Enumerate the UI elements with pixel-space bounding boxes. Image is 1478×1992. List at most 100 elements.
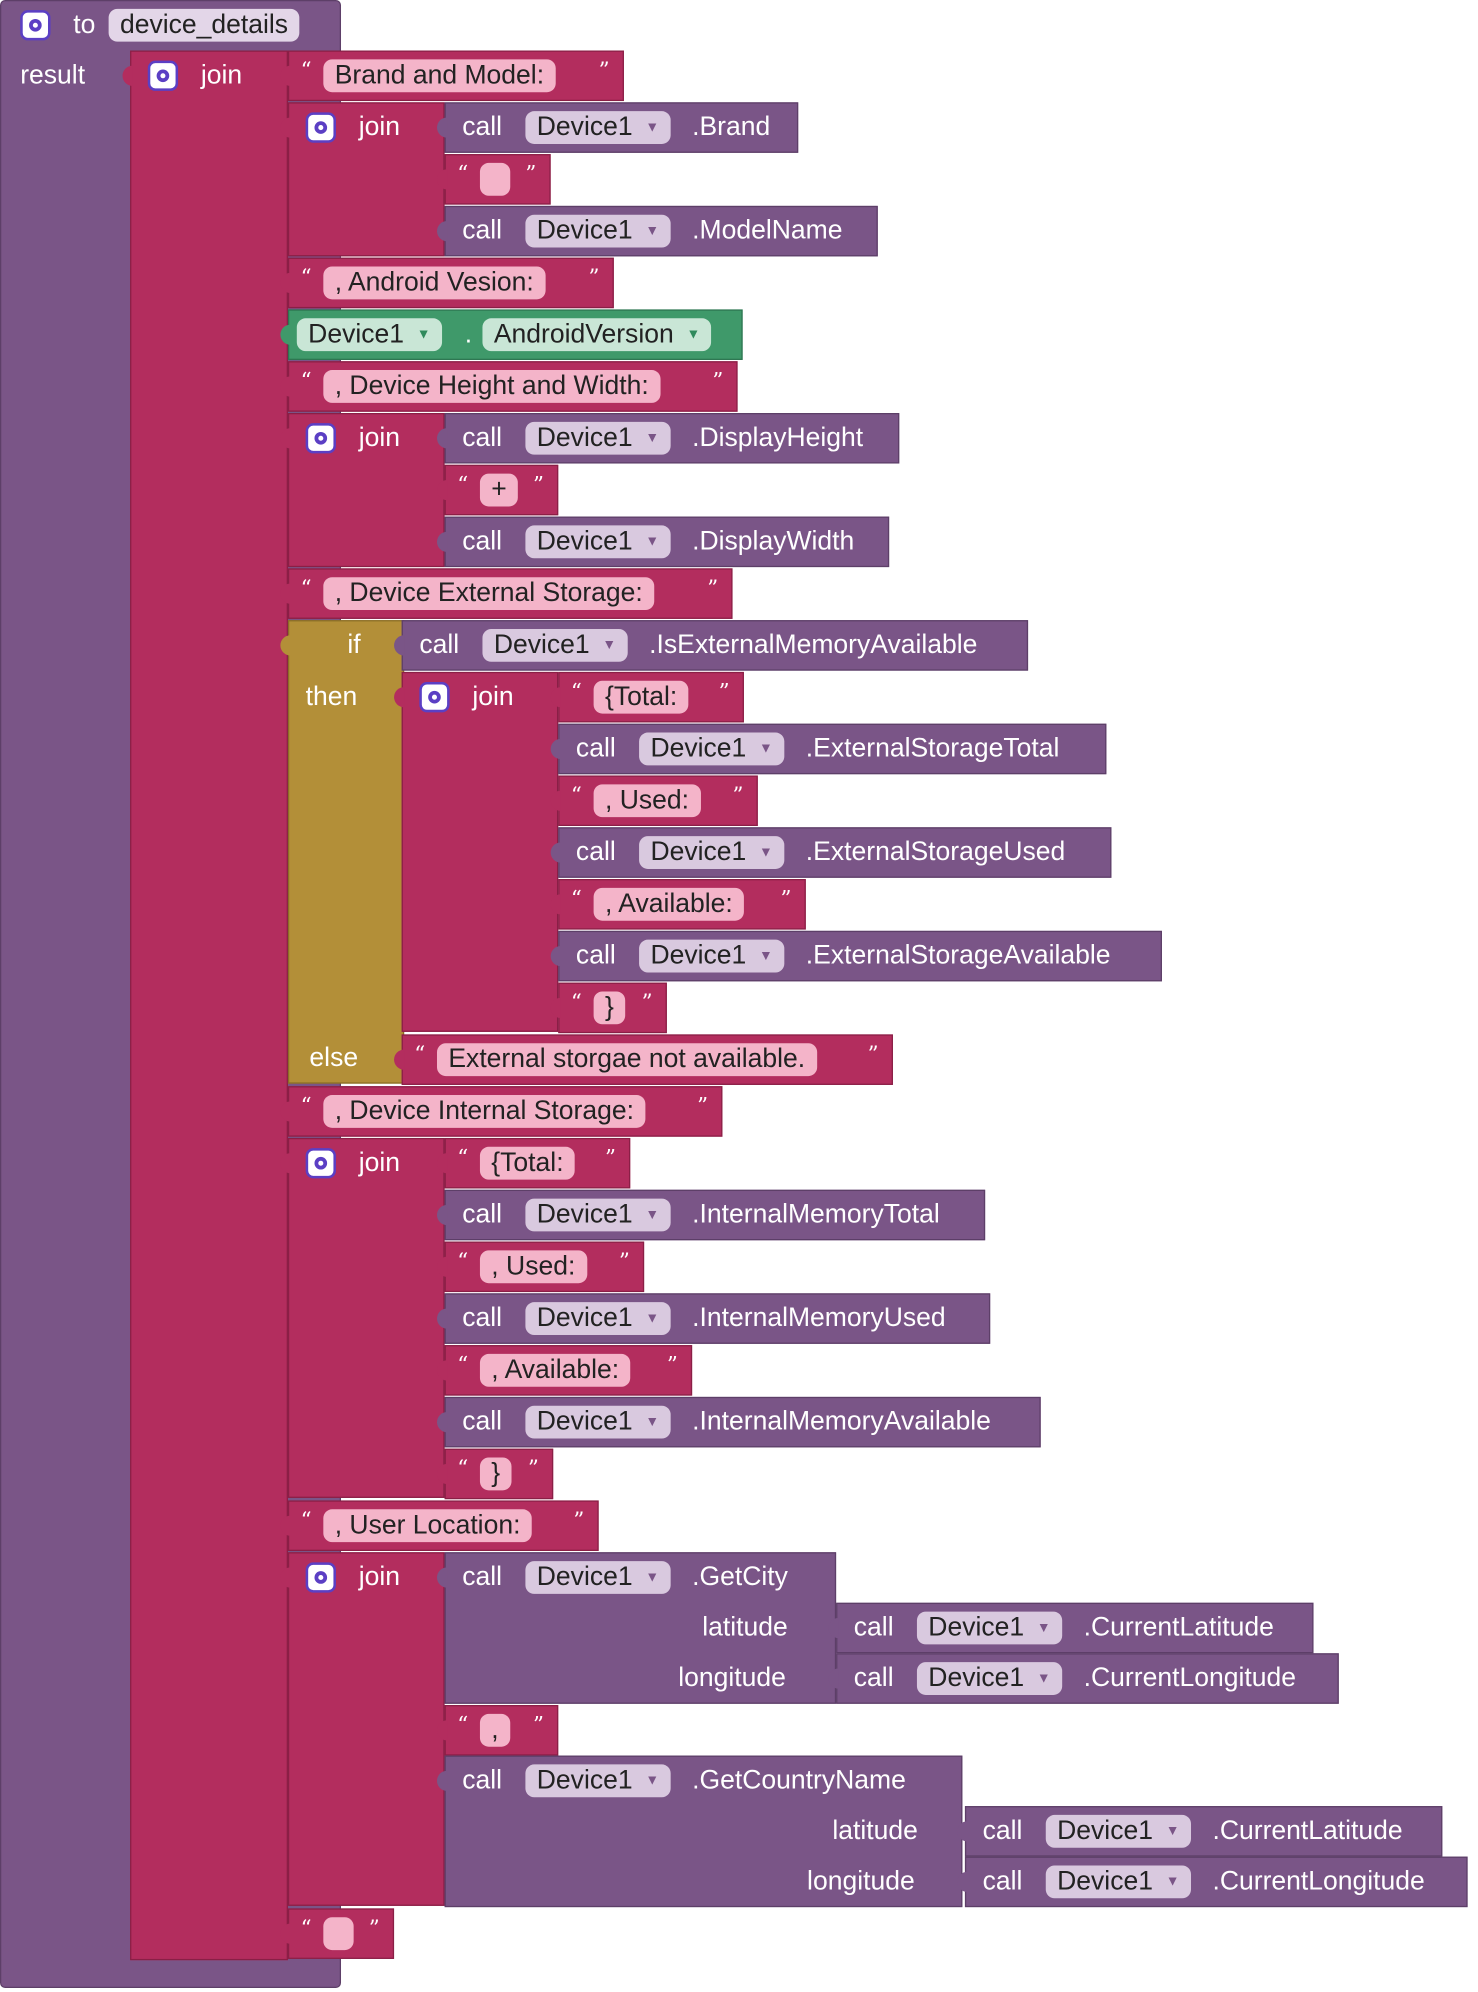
string-value[interactable]: {Total: [593, 680, 689, 714]
input-connector [280, 1101, 291, 1122]
input-connector [550, 842, 561, 863]
latitude-param-label: latitude [832, 1816, 918, 1846]
string-value[interactable]: Brand and Model: [323, 59, 556, 93]
chevron-down-icon: ▼ [645, 534, 660, 550]
dropdown-value: Device1 [536, 112, 633, 142]
call-external-used[interactable] [558, 827, 1112, 878]
component-dropdown[interactable]: Device1▼ [916, 1611, 1063, 1645]
call-current-latitude[interactable] [836, 1602, 1314, 1654]
component-dropdown[interactable]: Device1▼ [525, 1198, 671, 1232]
input-connector [280, 428, 291, 449]
component-dropdown[interactable]: Device1▼ [525, 421, 671, 455]
gear-icon[interactable] [419, 682, 450, 713]
dropdown-value: Device1 [928, 1612, 1025, 1642]
gear-icon[interactable] [147, 60, 179, 91]
gear-icon[interactable] [305, 1148, 336, 1179]
component-dropdown[interactable]: Device1▼ [639, 836, 785, 869]
call-display-height[interactable] [444, 413, 900, 464]
string-value[interactable]: , Available: [479, 1353, 631, 1387]
component-dropdown[interactable]: Device1▼ [916, 1662, 1063, 1695]
chevron-down-icon: ▼ [645, 1569, 660, 1586]
join-internal-storage[interactable] [287, 1137, 445, 1498]
call-current-latitude[interactable] [964, 1806, 1443, 1857]
string-value[interactable] [479, 162, 511, 196]
join-label: join [358, 1562, 400, 1592]
input-connector [957, 1821, 968, 1842]
string-value[interactable]: , Available: [593, 887, 745, 921]
result-label: result [20, 60, 86, 90]
string-value[interactable]: } [593, 991, 626, 1025]
call-keyword: call [419, 630, 460, 660]
component-dropdown[interactable]: Device1▼ [1045, 1865, 1191, 1899]
input-connector [436, 1463, 448, 1485]
string-value[interactable]: , User Location: [323, 1509, 532, 1543]
close-quote: ” [697, 1093, 709, 1120]
gear-icon[interactable] [305, 112, 336, 143]
procedure-name-field[interactable]: device_details [108, 8, 300, 42]
string-value[interactable]: , Used: [593, 784, 701, 818]
call-is-external-memory[interactable] [401, 620, 1029, 671]
string-value[interactable]: + [479, 473, 519, 507]
string-value[interactable]: , Device Height and Width: [323, 370, 661, 403]
join-label: join [358, 1148, 400, 1178]
call-keyword: call [462, 1303, 503, 1333]
gear-icon[interactable] [305, 1562, 336, 1593]
input-connector [828, 1617, 839, 1639]
longitude-param-label: longitude [807, 1866, 915, 1896]
call-keyword: call [462, 1765, 503, 1795]
call-external-total[interactable] [558, 723, 1107, 775]
string-value[interactable] [323, 1917, 354, 1951]
input-connector [436, 1720, 448, 1741]
chevron-down-icon: ▼ [759, 741, 773, 757]
input-connector [436, 1412, 448, 1433]
open-quote: “ [457, 472, 469, 498]
component-dropdown[interactable]: Device1▼ [525, 1302, 671, 1335]
close-quote: ” [598, 58, 610, 84]
string-value[interactable]: External storgae not available. [436, 1043, 817, 1077]
method-name: .InternalMemoryTotal [692, 1199, 940, 1229]
component-dropdown[interactable]: Device1▼ [525, 1764, 671, 1798]
input-connector [280, 1153, 291, 1174]
dropdown-value: Device1 [650, 940, 747, 970]
outer-join-block[interactable] [130, 50, 288, 1961]
call-keyword: call [575, 837, 616, 867]
join-brand-model[interactable] [287, 102, 445, 257]
join-user-location[interactable] [287, 1552, 445, 1906]
input-connector [436, 428, 448, 449]
component-dropdown[interactable]: Device1▼ [1045, 1814, 1191, 1848]
open-quote: “ [457, 1249, 469, 1275]
close-quote: ” [712, 368, 724, 395]
property-dropdown[interactable]: AndroidVersion▼ [482, 318, 712, 352]
component-dropdown[interactable]: Device1▼ [525, 1405, 671, 1439]
input-connector [436, 1567, 448, 1588]
method-name: .DisplayWidth [692, 526, 855, 556]
join-external-storage[interactable] [401, 671, 559, 1032]
string-value[interactable]: , Device Internal Storage: [323, 1095, 646, 1128]
string-value[interactable]: , Used: [479, 1250, 587, 1284]
gear-icon[interactable] [305, 423, 336, 454]
component-dropdown[interactable]: Device1▼ [639, 939, 785, 973]
string-value[interactable]: , [479, 1713, 511, 1747]
gear-icon[interactable] [20, 10, 51, 41]
method-name: .DisplayHeight [692, 423, 864, 453]
string-value[interactable]: {Total: [479, 1146, 575, 1180]
string-value[interactable]: , Android Vesion: [323, 266, 546, 300]
close-quote: ” [532, 1712, 544, 1738]
component-dropdown[interactable]: Device1▼ [296, 318, 442, 352]
open-quote: “ [300, 368, 312, 395]
input-connector [394, 1049, 405, 1070]
component-dropdown[interactable]: Device1▼ [525, 525, 671, 559]
close-quote: ” [732, 783, 744, 809]
open-quote: “ [570, 679, 582, 705]
component-dropdown[interactable]: Device1▼ [525, 214, 671, 248]
component-dropdown[interactable]: Device1▼ [525, 111, 671, 144]
close-quote: ” [867, 1041, 879, 1068]
string-value[interactable]: } [479, 1457, 512, 1491]
component-dropdown[interactable]: Device1▼ [639, 732, 785, 766]
string-value[interactable]: , Device External Storage: [323, 577, 655, 611]
close-quote: ” [573, 1508, 585, 1534]
component-dropdown[interactable]: Device1▼ [525, 1561, 671, 1594]
open-quote: “ [457, 1456, 469, 1482]
component-dropdown[interactable]: Device1▼ [482, 628, 628, 662]
open-quote: “ [570, 886, 582, 912]
